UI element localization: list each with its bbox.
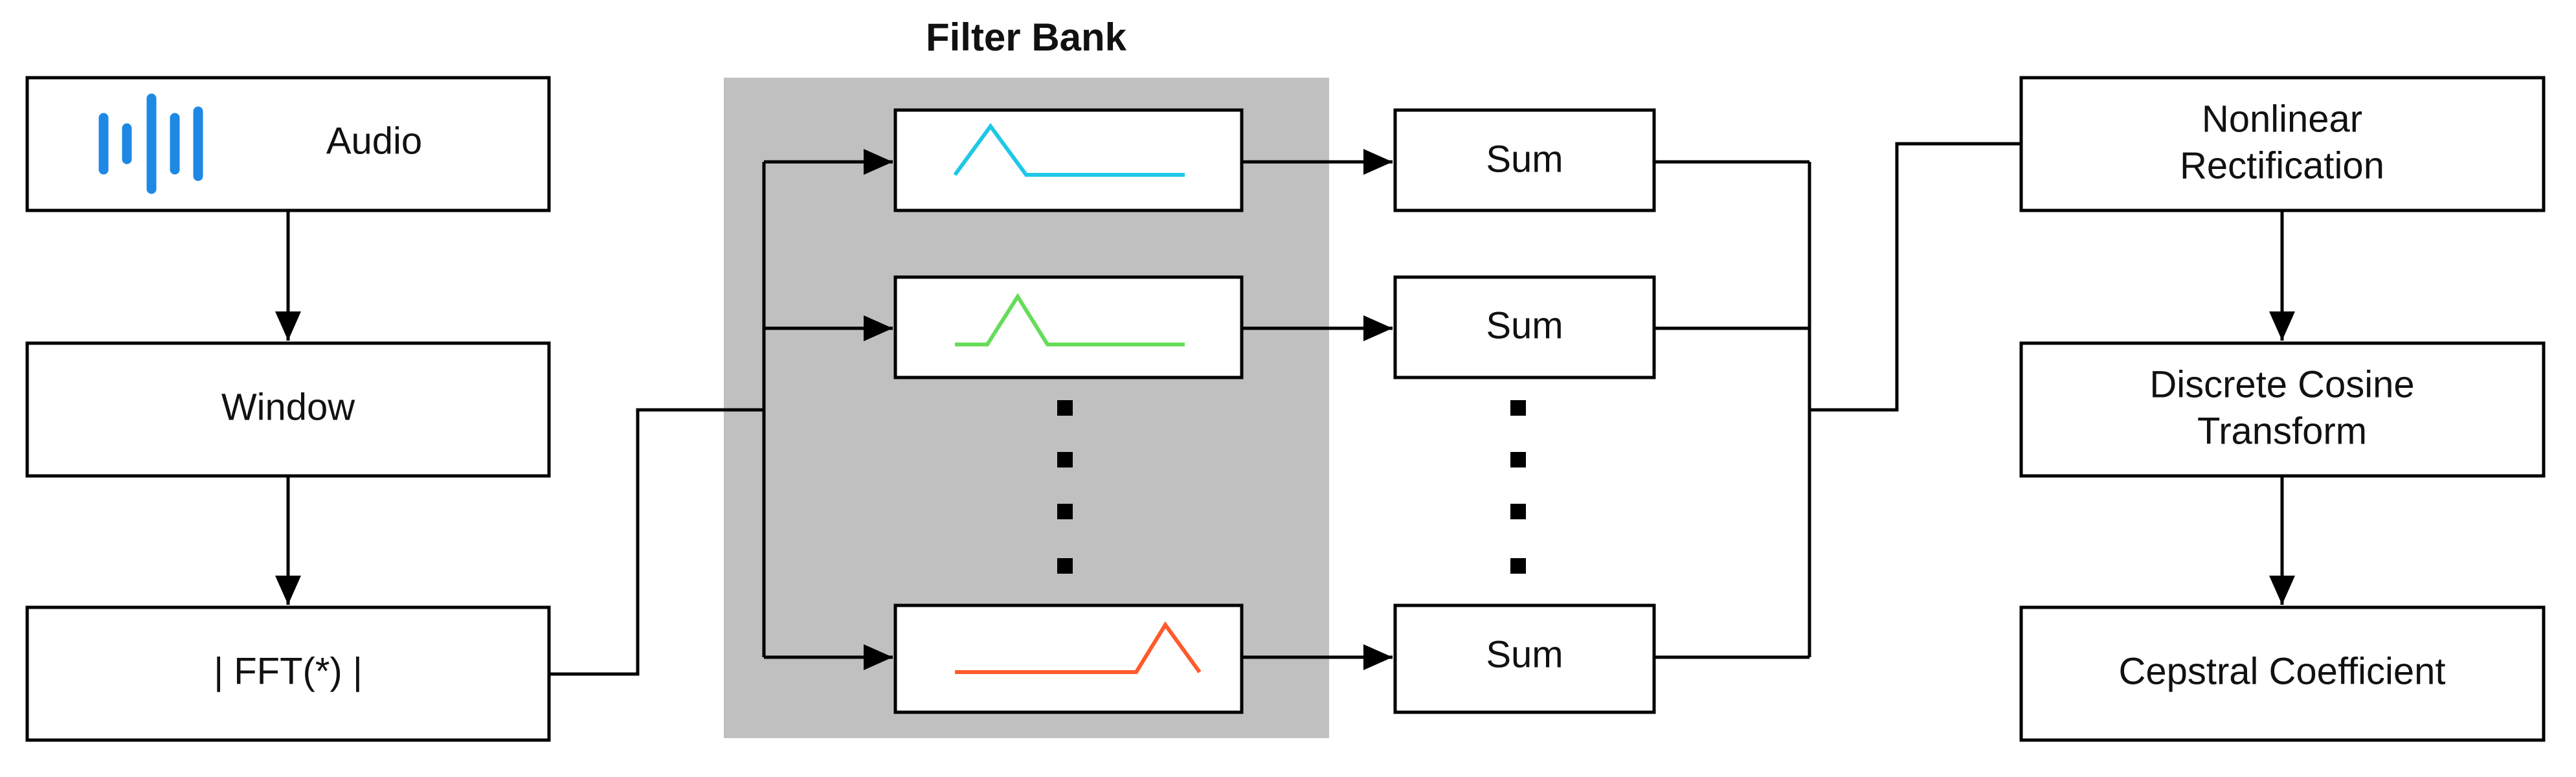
connector-fft-to-filter-bank	[549, 408, 764, 676]
filter-box-2	[893, 275, 1244, 379]
sum-box-1: Sum	[1393, 108, 1656, 212]
nonlinear-label-line2: Rectification	[2180, 144, 2384, 186]
filter-box-1	[893, 108, 1244, 212]
sum-box-2: Sum	[1393, 275, 1656, 379]
nonlinear-label-line1: Nonlinear	[2202, 98, 2362, 140]
audio-waveform-icon	[98, 93, 203, 194]
window-label: Window	[221, 386, 355, 428]
connector-to-nonlinear	[1809, 142, 2021, 412]
triangular-filter-icon	[955, 293, 1185, 346]
fft-label: | FFT(*) |	[214, 650, 363, 692]
triangular-filter-icon	[955, 621, 1202, 674]
sum-label: Sum	[1486, 633, 1563, 675]
window-block: Window	[25, 341, 551, 478]
dct-block: Discrete Cosine Transform	[2019, 341, 2546, 478]
nonlinear-rectification-block: Nonlinear Rectification	[2019, 76, 2546, 212]
dct-label-line2: Transform	[2197, 410, 2367, 452]
sum-label: Sum	[1486, 138, 1563, 180]
cepstral-label: Cepstral Coefficient	[2118, 650, 2445, 692]
sum-ellipsis	[1510, 400, 1526, 574]
sum-box-n: Sum	[1393, 603, 1656, 714]
filter-ellipsis	[1057, 400, 1073, 574]
filter-bank-title: Filter Bank	[926, 16, 1127, 59]
audio-block: Audio	[25, 76, 551, 212]
sum-label: Sum	[1486, 304, 1563, 346]
audio-label: Audio	[326, 120, 422, 162]
triangular-filter-icon	[953, 122, 1185, 177]
cepstral-coefficient-block: Cepstral Coefficient	[2019, 605, 2546, 742]
dct-label-line1: Discrete Cosine	[2149, 363, 2414, 405]
filter-box-n	[893, 603, 1244, 714]
fft-block: | FFT(*) |	[25, 605, 551, 742]
